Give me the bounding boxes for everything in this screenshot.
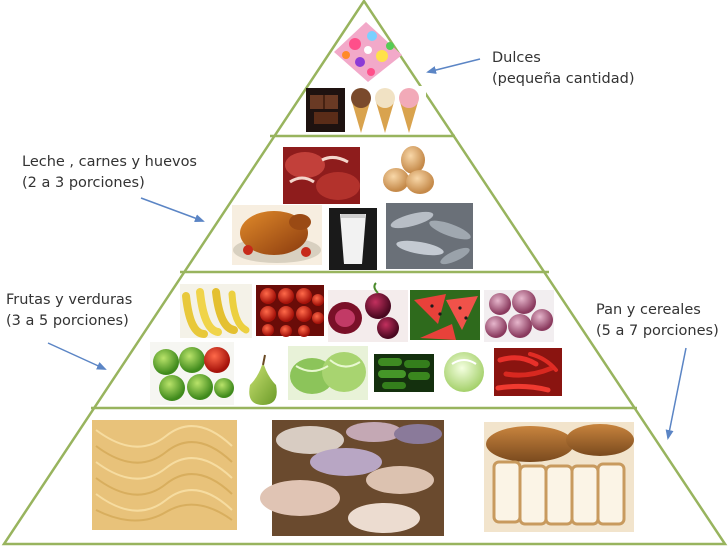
grains-baskets-image [260,420,444,536]
label-sweets: Dulces (pequeña cantidad) [492,48,635,90]
arrow-sweets [426,58,481,74]
green-apples-image [150,342,234,405]
tier-dairy-meat [232,146,473,270]
chocolate-image [306,88,345,132]
label-sweets-portion: (pequeña cantidad) [492,71,635,87]
tier-bread-cereals [92,420,634,536]
arrow-fruits [47,342,107,370]
meat-image [283,147,360,204]
label-grains-title: Pan y cereales [596,302,701,318]
ice-cream-cones-image [346,86,426,134]
label-dairy: Leche , carnes y huevos (2 a 3 porciones… [22,152,197,194]
eggs-image [383,146,434,194]
beets-image [328,282,408,342]
tier-sweets [306,22,426,134]
label-fruits: Frutas y verduras (3 a 5 porciones) [6,290,132,332]
label-fruits-title: Frutas y verduras [6,292,133,308]
bread-loaves-image [484,422,634,532]
roast-chicken-image [232,205,322,265]
tomatoes-image [256,285,324,337]
spaghetti-image [92,420,237,530]
chili-peppers-image [494,348,562,396]
pear-image [249,354,277,405]
melon-image [444,352,484,392]
label-dairy-title: Leche , carnes y huevos [22,154,197,170]
cucumbers-image [374,354,434,392]
lettuce-image [288,346,368,400]
label-fruits-portion: (3 a 5 porciones) [6,313,129,329]
onions-image [484,290,554,342]
label-dairy-portion: (2 a 3 porciones) [22,175,145,191]
arrow-dairy [140,197,205,222]
fish-image [386,203,473,269]
candy-image [334,22,402,82]
arrow-grains [665,347,687,440]
label-grains: Pan y cereales (5 a 7 porciones) [596,300,719,342]
bananas-image [180,284,252,338]
label-grains-portion: (5 a 7 porciones) [596,323,719,339]
watermelon-image [410,290,480,340]
label-sweets-title: Dulces [492,50,541,66]
milk-glass-image [329,208,377,270]
tier-fruits-vegetables [150,282,562,405]
